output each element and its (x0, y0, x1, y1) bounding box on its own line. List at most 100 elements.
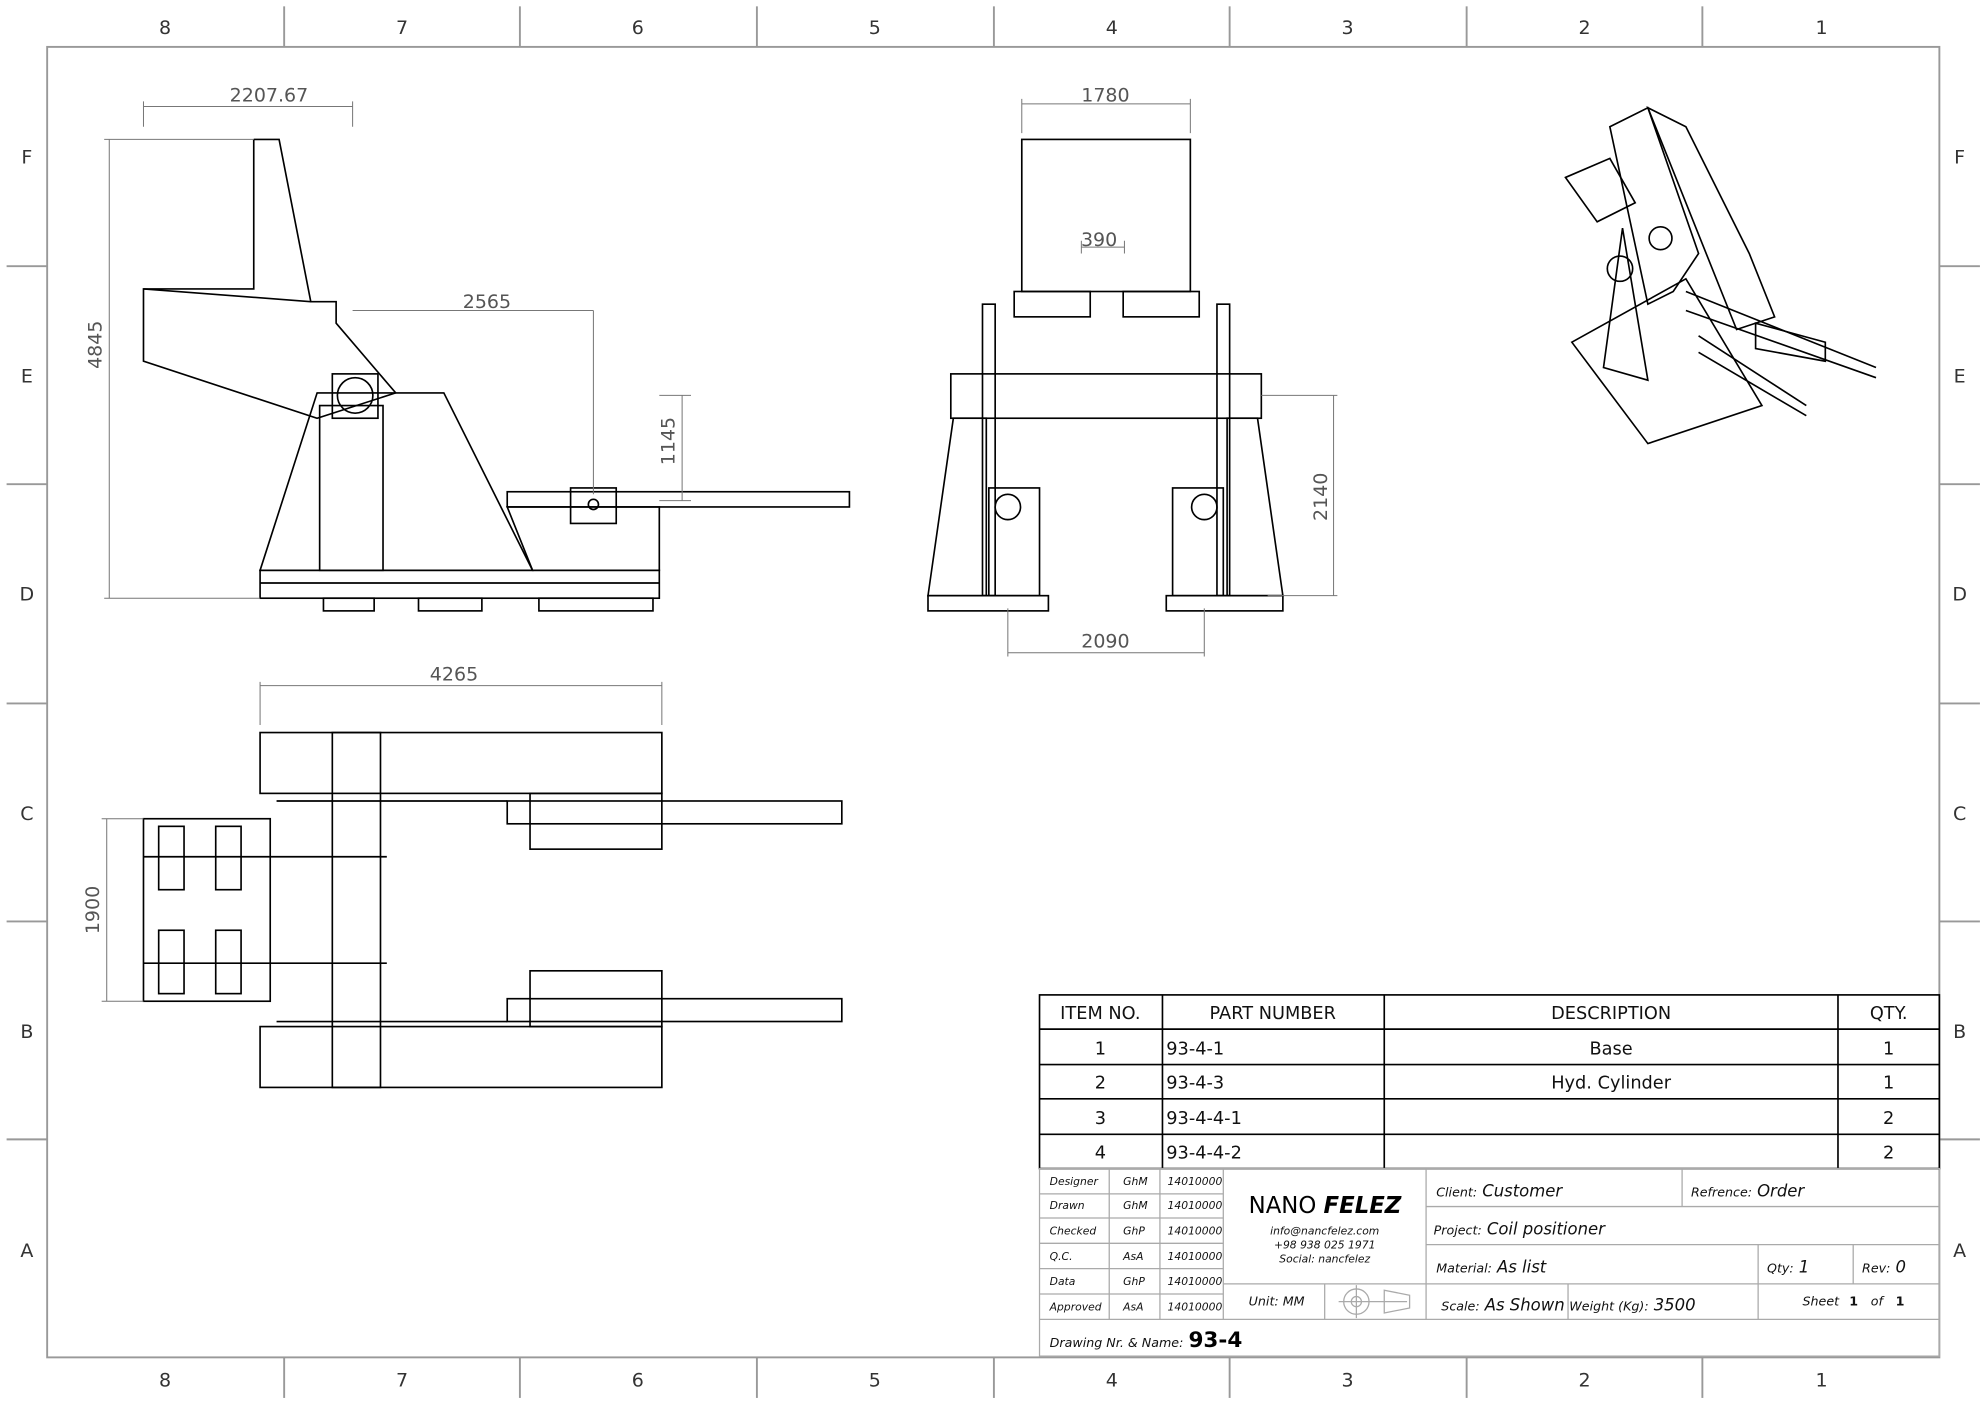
zone-col: 8 (159, 17, 171, 39)
bom-desc: Hyd. Cylinder (1551, 1074, 1672, 1094)
project-value: Coil positioner (1487, 1219, 1606, 1238)
bom-qty: 1 (1883, 1039, 1894, 1059)
weight-label: Weight (Kg): (1569, 1298, 1648, 1313)
signoff-who: AsA (1122, 1300, 1143, 1313)
side-view-dimensions: 2207.67 2565 4845 1145 (85, 84, 691, 599)
reference-value: Order (1757, 1181, 1805, 1200)
bom-item: 3 (1095, 1109, 1106, 1129)
dimension-label: 2090 (1081, 631, 1129, 653)
company-name-b: FELEZ (1324, 1193, 1402, 1219)
client-value: Customer (1482, 1181, 1563, 1200)
zone-col: 1 (1815, 1370, 1827, 1392)
zone-col: 3 (1341, 1370, 1353, 1392)
qty-field: Qty: 1 (1767, 1255, 1809, 1277)
zone-row: E (21, 366, 33, 388)
table-row: 2 93-4-3 Hyd. Cylinder 1 (1095, 1074, 1895, 1094)
dimension-label: 4265 (430, 664, 478, 686)
bom-header: QTY. (1870, 1004, 1908, 1024)
zone-row: C (20, 803, 33, 825)
zone-col: 2 (1578, 1370, 1590, 1392)
bom-part: 93-4-4-1 (1166, 1109, 1242, 1129)
signoff-who: AsA (1122, 1250, 1143, 1263)
zone-col: 2 (1578, 17, 1590, 39)
reference-label: Refrence: (1691, 1184, 1752, 1199)
signoff-date: 14010000 (1168, 1275, 1223, 1288)
bom-part: 93-4-3 (1166, 1074, 1224, 1094)
weight-value: 3500 (1654, 1295, 1696, 1314)
dimension-label: 390 (1081, 229, 1117, 251)
bom-header: DESCRIPTION (1551, 1004, 1671, 1024)
zone-col: 8 (159, 1370, 171, 1392)
zone-col: 6 (632, 17, 644, 39)
qty-value: 1 (1799, 1257, 1809, 1276)
zone-row: B (20, 1021, 33, 1043)
company-name-a: NANO (1249, 1193, 1317, 1219)
zone-row: A (1953, 1240, 1966, 1262)
dimension-label: 1145 (658, 417, 680, 465)
zone-row: E (1954, 366, 1966, 388)
material-label: Material: (1436, 1260, 1492, 1275)
zone-row: A (20, 1240, 33, 1262)
rev-label: Rev: (1862, 1260, 1890, 1275)
zone-labels: 8 7 6 5 4 3 2 1 8 7 6 5 4 3 2 1 F E D C … (20, 17, 1967, 1391)
zone-row: B (1953, 1021, 1966, 1043)
drawing-number-label: Drawing Nr. & Name: (1050, 1335, 1184, 1350)
signoff-who: GhM (1123, 1175, 1147, 1188)
zone-col: 4 (1106, 1370, 1118, 1392)
table-row: 3 93-4-4-1 2 (1095, 1109, 1895, 1129)
signoff-who: GhM (1123, 1199, 1147, 1212)
material-field: Material: As list (1436, 1255, 1547, 1277)
company-email: info@nancfelez.com (1270, 1224, 1379, 1237)
dimension-label: 1780 (1081, 84, 1129, 106)
dimension-label: 4845 (85, 321, 107, 369)
scale-label: Scale: (1441, 1298, 1479, 1313)
company-social: Social: nancfelez (1279, 1252, 1370, 1265)
table-row: 1 93-4-1 Base 1 (1095, 1039, 1895, 1059)
sheet-label: Sheet (1802, 1293, 1840, 1308)
unit-label: Unit: MM (1249, 1293, 1305, 1308)
bom-header: PART NUMBER (1210, 1004, 1336, 1024)
drawing-number-field: Drawing Nr. & Name: 93-4 (1050, 1328, 1243, 1353)
bom-header: ITEM NO. (1060, 1004, 1140, 1024)
zone-row: F (21, 146, 32, 168)
zone-col: 4 (1106, 17, 1118, 39)
scale-value: As Shown (1484, 1295, 1565, 1314)
zone-col: 6 (632, 1370, 644, 1392)
front-view-dimensions: 1780 390 2090 2140 (1007, 84, 1338, 657)
top-view (142, 731, 843, 1089)
signoff-table: Designer GhM 14010000 Drawn GhM 14010000… (1049, 1175, 1223, 1313)
zone-row: F (1954, 146, 1965, 168)
sheet-value: 1 (1849, 1293, 1858, 1308)
scale-field: Scale: As Shown (1441, 1293, 1564, 1315)
bom-item: 2 (1095, 1074, 1106, 1094)
reference-field: Refrence: Order (1691, 1179, 1805, 1201)
company-phone: +98 938 025 1971 (1274, 1238, 1375, 1251)
project-label: Project: (1434, 1222, 1482, 1237)
rev-value: 0 (1895, 1257, 1905, 1276)
dimension-label: 1900 (82, 886, 104, 934)
signoff-date: 14010000 (1168, 1224, 1223, 1237)
bom-qty: 2 (1883, 1109, 1894, 1129)
bom-item: 4 (1095, 1143, 1106, 1163)
bom-table: ITEM NO. PART NUMBER DESCRIPTION QTY. 1 … (1038, 994, 1941, 1170)
dimension-label: 2565 (463, 291, 511, 313)
bom-qty: 2 (1883, 1143, 1894, 1163)
zone-row: C (1953, 803, 1966, 825)
client-field: Client: Customer (1436, 1179, 1563, 1201)
signoff-date: 14010000 (1168, 1300, 1223, 1313)
bom-part: 93-4-1 (1166, 1039, 1224, 1059)
zone-col: 7 (396, 17, 408, 39)
signoff-role: Drawn (1050, 1199, 1085, 1212)
signoff-date: 14010000 (1168, 1199, 1223, 1212)
side-view (142, 138, 851, 612)
client-label: Client: (1436, 1184, 1477, 1199)
zone-col: 3 (1341, 17, 1353, 39)
bom-item: 1 (1095, 1039, 1106, 1059)
weight-field: Weight (Kg): 3500 (1569, 1293, 1695, 1315)
bom-desc: Base (1590, 1039, 1633, 1059)
signoff-who: GhP (1123, 1224, 1145, 1237)
title-block: Designer GhM 14010000 Drawn GhM 14010000… (1038, 1167, 1941, 1357)
zone-col: 7 (396, 1370, 408, 1392)
signoff-role: Designer (1050, 1175, 1099, 1188)
